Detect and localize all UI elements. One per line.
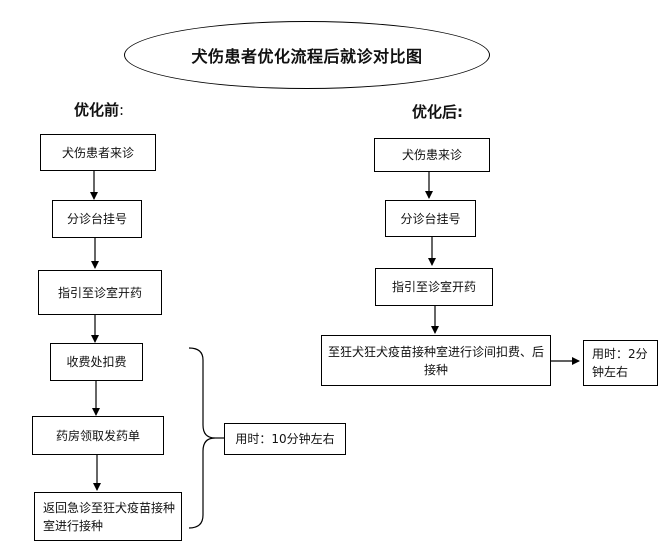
before-step-2: 分诊台挂号: [52, 200, 142, 238]
after-time-box: 用时：2分钟左右: [583, 340, 658, 386]
before-heading: 优化前:: [74, 99, 124, 120]
after-step-1: 犬伤患来诊: [374, 138, 490, 172]
before-step-4: 收费处扣费: [50, 343, 143, 381]
before-step-6: 返回急诊至狂犬疫苗接种室进行接种: [34, 492, 182, 541]
before-time-box: 用时：10分钟左右: [224, 423, 346, 455]
before-step-5: 药房领取发药单: [32, 416, 164, 455]
before-heading-label: 优化前: [74, 101, 120, 119]
after-heading-label: 优化后: [412, 103, 458, 121]
diagram-title: 犬伤患者优化流程后就诊对比图: [191, 47, 423, 66]
after-step-2: 分诊台挂号: [385, 200, 476, 237]
after-step-3: 指引至诊室开药: [375, 268, 493, 306]
before-step-3: 指引至诊室开药: [38, 270, 162, 315]
before-heading-colon: :: [119, 101, 125, 119]
after-step-4: 至狂犬狂犬疫苗接种室进行诊间扣费、后接种: [321, 335, 551, 386]
after-heading-colon: :: [457, 103, 464, 121]
before-step-1: 犬伤患者来诊: [40, 134, 156, 171]
after-heading: 优化后:: [412, 101, 463, 122]
brace: [188, 347, 216, 529]
title-ellipse: 犬伤患者优化流程后就诊对比图: [124, 21, 490, 89]
